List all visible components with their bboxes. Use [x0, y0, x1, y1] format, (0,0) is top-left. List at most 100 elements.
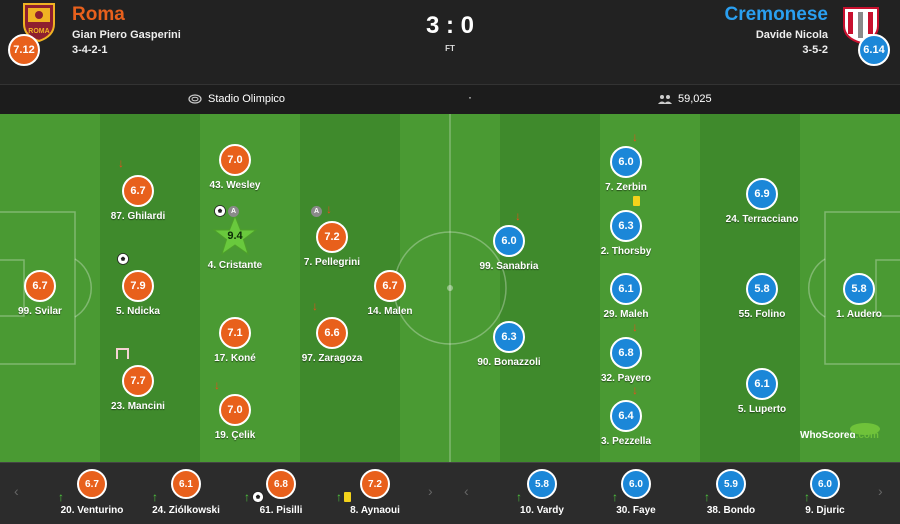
assist-icon: A: [311, 206, 322, 217]
subbed-off-icon: ↓: [312, 299, 318, 313]
assist-icon: A: [228, 206, 239, 217]
player-malen[interactable]: 6.7 14. Malen: [330, 270, 450, 317]
player-rating: 6.0: [610, 146, 642, 178]
sub-vardy[interactable]: 5.8 10. Vardy: [487, 469, 597, 516]
player-name: 7. Pellegrini: [303, 257, 361, 268]
player-terracciano[interactable]: 6.9 24. Terracciano: [702, 178, 822, 225]
player-maleh[interactable]: 6.1 29. Maleh: [566, 273, 686, 320]
whoscored-logo: WhoScored.com: [800, 423, 880, 441]
player-name: 90. Bonazzoli: [477, 357, 541, 368]
player-wesley[interactable]: 7.0 43. Wesley: [175, 144, 295, 191]
watermark-text-b: .com: [855, 430, 879, 441]
player-rating: 6.8: [610, 337, 642, 369]
sub-events: ↑: [612, 490, 618, 504]
player-kone[interactable]: 7.1 17. Koné: [175, 317, 295, 364]
sub-ziolkowski[interactable]: 6.1 24. Ziólkowski: [131, 469, 241, 516]
player-ndicka[interactable]: 7.9 5. Ndicka: [78, 270, 198, 317]
player-luperto[interactable]: 6.1 5. Luperto: [702, 368, 822, 415]
man-of-the-match-star-icon: 9.4: [212, 214, 258, 258]
yellow-card-icon: [344, 492, 351, 502]
player-rating: 6.0: [493, 225, 525, 257]
sub-faye[interactable]: 6.0 30. Faye: [581, 469, 691, 516]
player-celik[interactable]: 7.0 19. Çelik: [175, 394, 295, 441]
player-name: 8. Aynaoui: [350, 505, 400, 516]
sub-events: ↑: [58, 490, 64, 504]
subbed-off-icon: ↓: [632, 130, 638, 144]
subbed-off-icon: ↓: [118, 156, 124, 170]
sub-pisilli[interactable]: 6.8 61. Pisilli: [226, 469, 336, 516]
pitch: 6.7 99. Svilar 7.9 5. Ndicka 6.7 87. Ghi…: [0, 114, 900, 462]
player-zaragoza[interactable]: 6.6 97. Zaragoza: [272, 317, 392, 364]
player-folino[interactable]: 5.8 55. Folino: [702, 273, 822, 320]
player-rating: 6.7: [77, 469, 107, 499]
subbed-off-icon: ↓: [515, 209, 521, 223]
subbed-on-icon: ↑: [612, 490, 618, 504]
home-subs-prev-button[interactable]: ‹: [14, 483, 19, 499]
match-header: ROMA 7.12 Roma Gian Piero Gasperini 3-4-…: [0, 0, 900, 84]
player-mancini[interactable]: 7.7 23. Mancini: [78, 365, 198, 412]
sub-events: ↑: [244, 490, 264, 504]
player-rating: 5.8: [527, 469, 557, 499]
home-team-rating: 7.12: [8, 34, 40, 66]
player-rating: 7.2: [360, 469, 390, 499]
player-name: 43. Wesley: [209, 180, 261, 191]
separator-dot: ·: [468, 90, 472, 104]
player-rating: 5.8: [843, 273, 875, 305]
player-name: 5. Ndicka: [116, 306, 160, 317]
player-name: 55. Folino: [738, 309, 786, 320]
player-pezzella[interactable]: 6.4 3. Pezzella: [566, 400, 686, 447]
subbed-on-icon: ↑: [704, 490, 710, 504]
player-rating: 6.1: [746, 368, 778, 400]
player-rating: 6.0: [621, 469, 651, 499]
away-manager: Davide Nicola: [755, 29, 828, 41]
subbed-on-icon: ↑: [58, 490, 64, 504]
player-rating: 6.1: [171, 469, 201, 499]
player-rating: 6.4: [610, 400, 642, 432]
player-payero[interactable]: 6.8 32. Payero: [566, 337, 686, 384]
match-status: FT: [445, 44, 455, 53]
player-rating: 6.7: [122, 175, 154, 207]
player-zerbin[interactable]: 6.0 7. Zerbin: [566, 146, 686, 193]
player-cristante[interactable]: 9.4 4. Cristante: [175, 214, 295, 271]
player-svilar[interactable]: 6.7 99. Svilar: [0, 270, 100, 317]
sub-venturino[interactable]: 6.7 20. Venturino: [37, 469, 147, 516]
home-team-name[interactable]: Roma: [72, 4, 125, 25]
subbed-off-icon: ↓: [326, 202, 332, 216]
player-rating: 5.8: [746, 273, 778, 305]
player-audero[interactable]: 5.8 1. Audero: [799, 273, 900, 320]
roma-crest-icon[interactable]: ROMA: [16, 2, 62, 43]
stadium-icon: [188, 94, 202, 104]
yellow-card-icon: [633, 196, 640, 206]
away-team-name[interactable]: Cremonese: [724, 4, 829, 25]
subbed-off-icon: ↓: [632, 383, 638, 397]
player-bonazzoli[interactable]: 6.3 90. Bonazzoli: [449, 321, 569, 368]
player-ghilardi[interactable]: 6.7 87. Ghilardi: [78, 175, 198, 222]
player-name: 29. Maleh: [603, 309, 649, 320]
sub-djuric[interactable]: 6.0 9. Djuric: [770, 469, 880, 516]
whoscored-bubble-icon: [850, 423, 880, 435]
player-thorsby[interactable]: 6.3 2. Thorsby: [566, 210, 686, 257]
player-name: 99. Svilar: [18, 306, 62, 317]
player-name: 17. Koné: [214, 353, 256, 364]
player-sanabria[interactable]: 6.0 99. Sanabria: [449, 225, 569, 272]
subbed-on-icon: ↑: [244, 490, 250, 504]
player-name: 10. Vardy: [520, 505, 564, 516]
sub-aynaoui[interactable]: 7.2 8. Aynaoui: [320, 469, 430, 516]
player-name: 1. Audero: [836, 309, 882, 320]
subbed-off-icon: ↓: [632, 320, 638, 334]
player-name: 24. Ziólkowski: [152, 505, 220, 516]
sub-events: ↑: [336, 490, 351, 504]
away-formation: 3-5-2: [802, 44, 828, 56]
sub-events: ↑: [704, 490, 710, 504]
player-pellegrini[interactable]: 7.2 7. Pellegrini: [272, 221, 392, 268]
subbed-on-icon: ↑: [804, 490, 810, 504]
attendance: 59,025: [658, 93, 712, 105]
away-subs-next-button[interactable]: ›: [878, 483, 883, 499]
away-subs-prev-button[interactable]: ‹: [464, 483, 469, 499]
player-name: 61. Pisilli: [259, 505, 303, 516]
sub-events: ↑: [804, 490, 810, 504]
player-name: 97. Zaragoza: [301, 353, 363, 364]
player-rating: 7.2: [316, 221, 348, 253]
home-subs-next-button[interactable]: ›: [428, 483, 433, 499]
sub-bondo[interactable]: 5.9 38. Bondo: [676, 469, 786, 516]
